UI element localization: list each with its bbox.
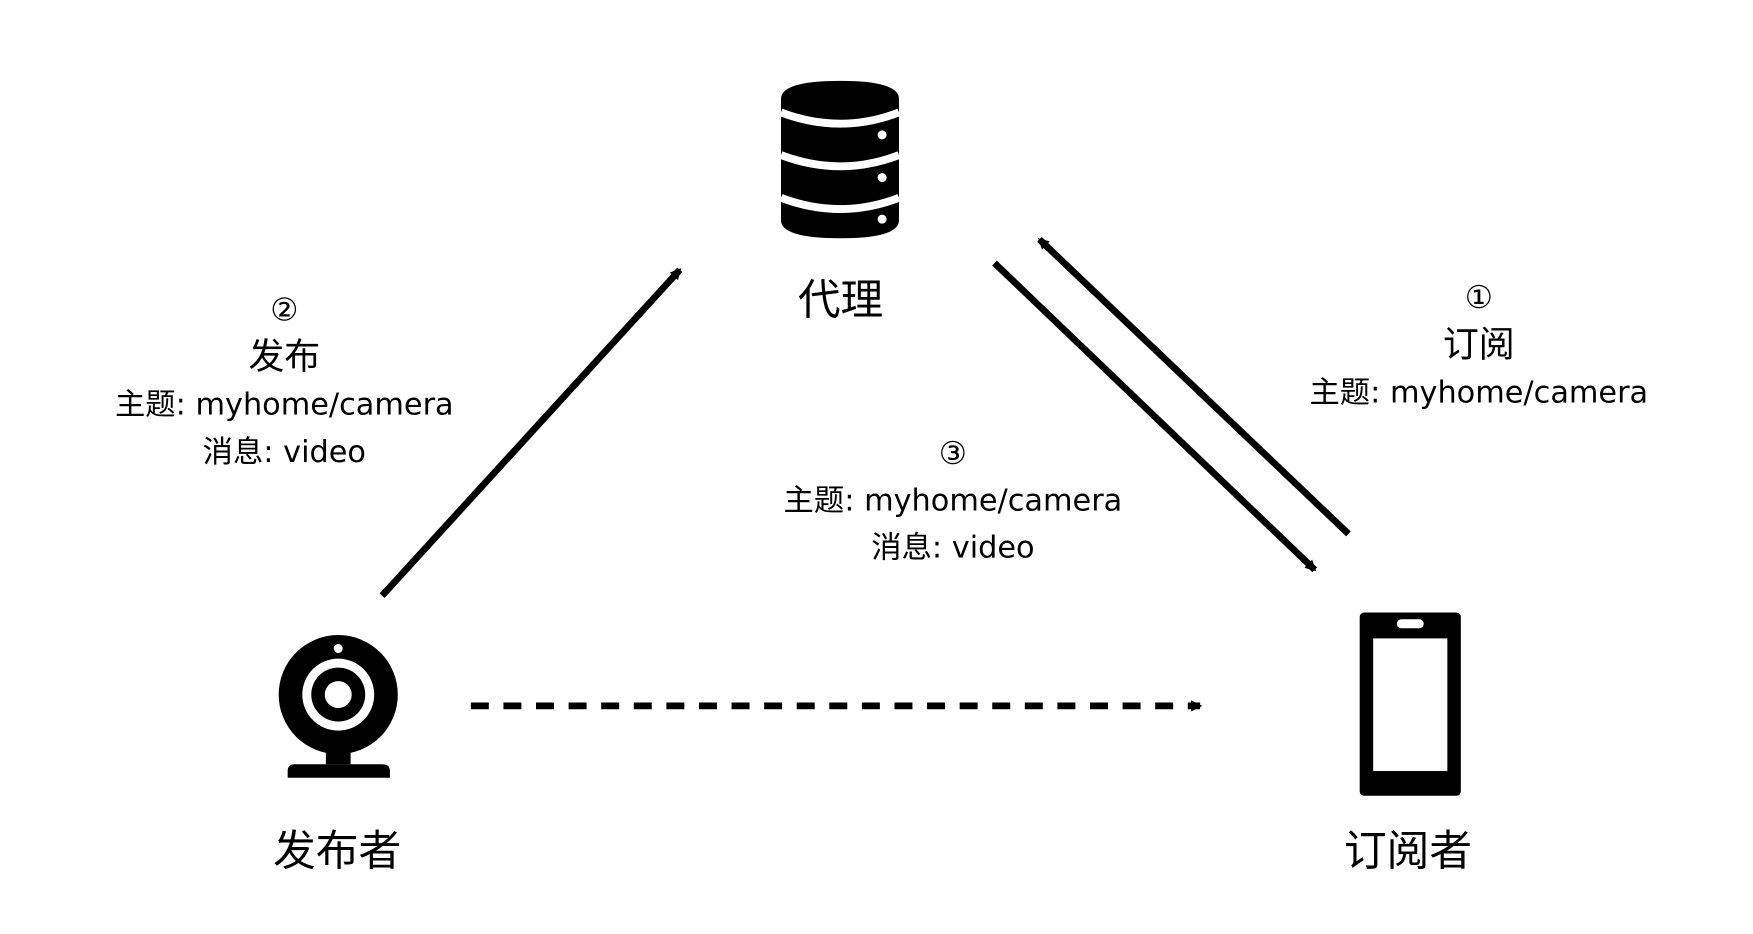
step-action: 订阅 — [1443, 324, 1515, 365]
subscribe-arrow — [1037, 236, 1351, 537]
publish-annotation: ② 发布 主题: myhome/camera 消息: video — [115, 292, 454, 470]
step-message: 消息: video — [871, 530, 1034, 565]
deliver-arrow — [992, 260, 1318, 573]
step-action: 发布 — [248, 337, 320, 378]
step-topic: 主题: myhome/camera — [784, 483, 1123, 518]
subscriber-label: 订阅者 — [1344, 826, 1472, 876]
publisher-label: 发布者 — [273, 826, 401, 876]
step-message: 消息: video — [203, 435, 366, 470]
publish-arrow — [379, 267, 683, 598]
step-topic: 主题: myhome/camera — [1309, 375, 1648, 410]
step-number: ② — [270, 292, 298, 328]
webcam-icon — [278, 635, 398, 778]
database-icon — [779, 80, 901, 239]
deliver-annotation: ③ 主题: myhome/camera 消息: video — [784, 436, 1123, 565]
step-number: ① — [1465, 280, 1493, 316]
smartphone-icon — [1359, 612, 1461, 796]
subscribe-annotation: ① 订阅 主题: myhome/camera — [1309, 280, 1648, 410]
step-topic: 主题: myhome/camera — [115, 388, 454, 423]
step-number: ③ — [939, 436, 967, 472]
broker-label: 代理 — [798, 276, 883, 326]
